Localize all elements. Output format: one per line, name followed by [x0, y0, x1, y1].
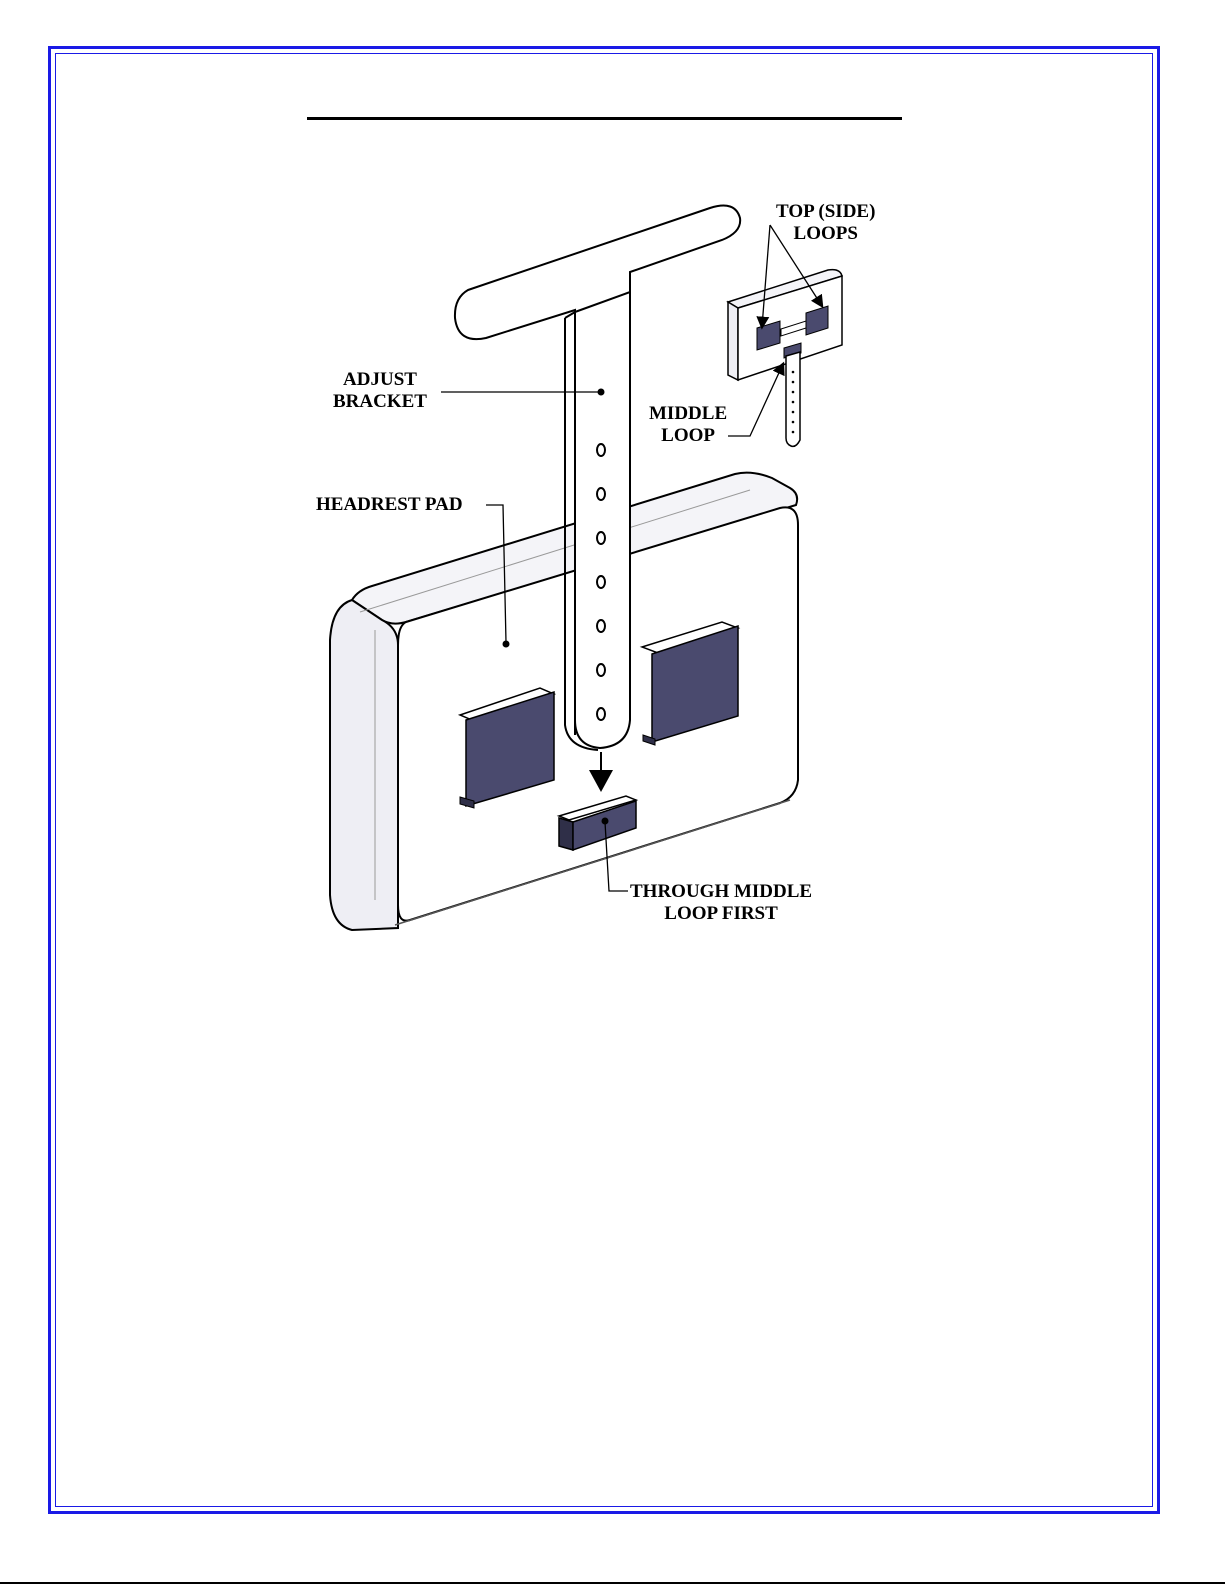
- label-through-middle-loop-first-line1: THROUGH MIDDLE: [630, 881, 812, 903]
- label-middle-loop-line1: MIDDLE: [649, 403, 727, 425]
- label-through-middle-loop-first: THROUGH MIDDLE LOOP FIRST: [630, 881, 812, 925]
- label-top-side-loops-line1: TOP (SIDE): [776, 201, 875, 223]
- label-middle-loop: MIDDLE LOOP: [649, 403, 727, 447]
- label-through-middle-loop-first-line2: LOOP FIRST: [630, 903, 812, 925]
- label-top-side-loops-line2: LOOPS: [776, 223, 875, 245]
- label-headrest-pad: HEADREST PAD: [316, 494, 463, 516]
- label-top-side-loops: TOP (SIDE) LOOPS: [776, 201, 875, 245]
- label-adjust-bracket-line1: ADJUST: [333, 369, 427, 391]
- inset-assembly: [728, 270, 842, 447]
- label-adjust-bracket-line2: BRACKET: [333, 391, 427, 413]
- label-middle-loop-line2: LOOP: [649, 425, 727, 447]
- label-adjust-bracket: ADJUST BRACKET: [333, 369, 427, 413]
